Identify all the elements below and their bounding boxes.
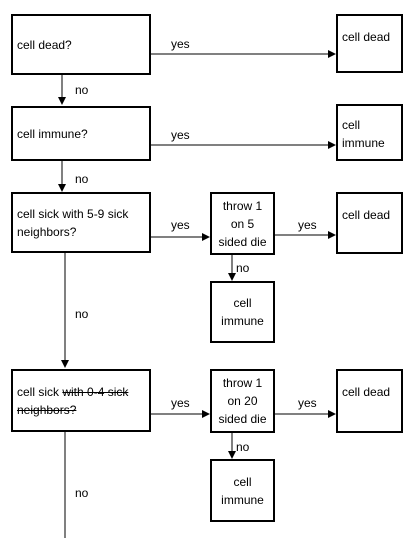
label-no-2: no <box>75 172 89 186</box>
box-cell-sick-5-9-question-text: cell sick with 5-9 sick neighbors? <box>17 206 129 239</box>
label-no-4b: no <box>75 486 89 500</box>
box-cell-immune-result: cell immune <box>336 104 403 161</box>
label-yes-4a: yes <box>171 396 190 410</box>
box-throw-5-sided: throw 1 on 5 sided die <box>210 192 275 255</box>
box-cell-dead-question: cell dead? <box>11 14 151 75</box>
box-cell-immune-question-text: cell immune? <box>17 126 88 141</box>
box-cell-sick-question-prefix: cell sick <box>17 384 63 399</box>
box-cell-immune-result-2-text: cell immune <box>221 296 264 328</box>
label-no-3a: no <box>236 261 250 275</box>
box-cell-dead-result-2: cell dead <box>336 192 403 254</box>
box-cell-immune-result-3-text: cell immune <box>221 474 264 507</box>
box-cell-immune-question: cell immune? <box>11 106 151 161</box>
label-no-3b: no <box>75 307 89 321</box>
label-yes-3a: yes <box>171 218 190 232</box>
box-cell-immune-result-3: cell immune <box>210 459 275 522</box>
label-no-1: no <box>75 83 89 97</box>
label-yes-1: yes <box>171 37 190 51</box>
box-throw-5-sided-text: throw 1 on 5 sided die <box>218 198 267 249</box>
box-cell-dead-question-text: cell dead? <box>17 37 72 52</box>
box-cell-immune-result-2: cell immune <box>210 281 275 343</box>
label-yes-4b: yes <box>298 396 317 410</box>
box-cell-dead-result-3-text: cell dead <box>342 385 391 399</box>
box-cell-sick-question: cell sick with 0-4 sick neighbors? <box>11 369 151 432</box>
label-yes-2: yes <box>171 128 190 142</box>
box-cell-sick-question-struck: with 0-4 sick neighbors? <box>17 384 129 417</box>
box-cell-dead-result-2-text: cell dead <box>342 208 391 222</box>
label-yes-3b: yes <box>298 218 317 232</box>
box-cell-immune-result-text: cell immune <box>342 118 385 150</box>
box-cell-sick-question-text: cell sick with 0-4 sick neighbors? <box>17 383 145 419</box>
box-cell-sick-5-9-question: cell sick with 5-9 sick neighbors? <box>11 192 151 253</box>
box-cell-dead-result: cell dead <box>336 14 403 73</box>
box-cell-dead-result-3: cell dead <box>336 369 403 433</box>
box-throw-20-sided-text: throw 1 on 20 sided die <box>218 376 267 426</box>
label-no-4a: no <box>236 440 250 454</box>
box-cell-dead-result-text: cell dead <box>342 30 391 44</box>
box-throw-20-sided: throw 1 on 20 sided die <box>210 369 275 433</box>
